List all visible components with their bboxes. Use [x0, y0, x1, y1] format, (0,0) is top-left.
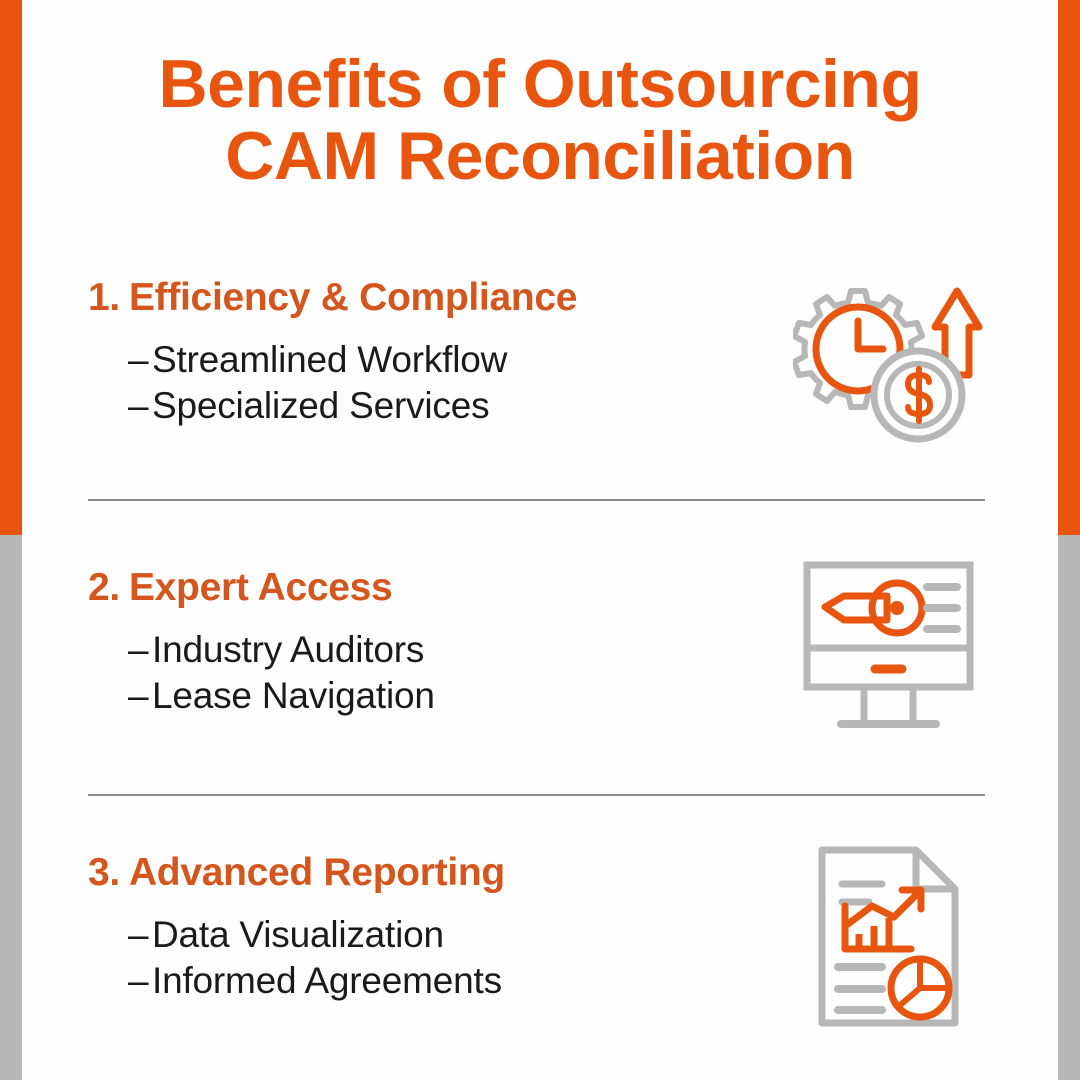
page-title: Benefits of Outsourcing CAM Reconciliati…: [0, 48, 1080, 192]
bullet-text: Specialized Services: [152, 385, 490, 426]
list-item: – Streamlined Workflow: [128, 337, 708, 383]
bullet-text: Streamlined Workflow: [152, 339, 508, 380]
list-item: – Industry Auditors: [128, 627, 708, 673]
benefit-section-1-icon-area: [788, 277, 988, 467]
section-divider-2: [88, 794, 985, 796]
right-rail-gray-segment: [1058, 535, 1080, 1080]
benefit-section-2-bullets: – Industry Auditors – Lease Navigation: [88, 627, 708, 719]
bullet-dash-icon: –: [128, 629, 149, 670]
bullet-text: Lease Navigation: [152, 675, 435, 716]
benefit-section-1-heading: 1. Efficiency & Compliance: [88, 275, 708, 321]
bullet-dash-icon: –: [128, 675, 149, 716]
benefit-section-2-text: 2. Expert Access – Industry Auditors – L…: [88, 565, 708, 719]
benefit-section-3-bullets: – Data Visualization – Informed Agreemen…: [88, 912, 708, 1004]
benefit-section-3: 3. Advanced Reporting – Data Visualizati…: [88, 846, 988, 1040]
left-accent-rail: [0, 0, 22, 1080]
page-title-line-1: Benefits of Outsourcing: [158, 46, 922, 122]
right-rail-orange-segment: [1058, 0, 1080, 535]
benefit-section-2-heading: 2. Expert Access: [88, 565, 708, 611]
bullet-text: Industry Auditors: [152, 629, 425, 670]
bullet-text: Informed Agreements: [152, 960, 502, 1001]
benefit-section-3-icon-area: [788, 844, 988, 1034]
gear-clock-dollar-growth-icon: [793, 287, 983, 443]
benefit-section-2-title: Expert Access: [128, 566, 393, 609]
page-title-line-2: CAM Reconciliation: [225, 118, 855, 194]
bullet-dash-icon: –: [128, 960, 149, 1001]
list-item: – Specialized Services: [128, 383, 708, 429]
bullet-text: Data Visualization: [152, 914, 444, 955]
benefit-section-1-bullets: – Streamlined Workflow – Specialized Ser…: [88, 337, 708, 429]
list-item: – Informed Agreements: [128, 958, 708, 1004]
bullet-dash-icon: –: [128, 339, 149, 380]
list-item: – Data Visualization: [128, 912, 708, 958]
benefit-section-2: 2. Expert Access – Industry Auditors – L…: [88, 561, 988, 755]
left-rail-orange-segment: [0, 0, 22, 535]
section-divider-1: [88, 499, 985, 501]
benefit-section-1-number: 1.: [88, 276, 120, 319]
list-item: – Lease Navigation: [128, 673, 708, 719]
document-charts-report-icon: [818, 846, 958, 1027]
bullet-dash-icon: –: [128, 914, 149, 955]
benefit-section-2-icon-area: [788, 559, 988, 749]
benefit-section-2-number: 2.: [88, 566, 120, 609]
benefit-section-3-number: 3.: [88, 851, 120, 894]
benefit-section-3-heading: 3. Advanced Reporting: [88, 850, 708, 896]
benefit-section-1-text: 1. Efficiency & Compliance – Streamlined…: [88, 275, 708, 429]
benefit-section-1: 1. Efficiency & Compliance – Streamlined…: [88, 275, 988, 465]
right-accent-rail: [1058, 0, 1080, 1080]
benefit-section-3-text: 3. Advanced Reporting – Data Visualizati…: [88, 850, 708, 1004]
monitor-key-access-icon: [803, 561, 973, 728]
left-rail-gray-segment: [0, 535, 22, 1080]
benefit-section-1-title: Efficiency & Compliance: [128, 276, 578, 319]
bullet-dash-icon: –: [128, 385, 149, 426]
benefit-section-3-title: Advanced Reporting: [128, 851, 505, 894]
